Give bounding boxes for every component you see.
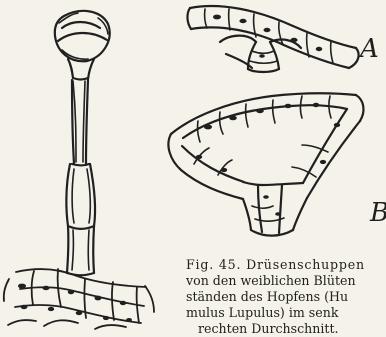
caption-line-4: mulus Lupulus) im senk <box>186 305 386 321</box>
figure-label-a: A <box>360 34 379 64</box>
gland-section-b <box>168 93 363 235</box>
caption-line-5: rechten Durchschnitt. <box>186 321 386 337</box>
caption-line-2: von den weiblichen Blüten <box>186 273 386 289</box>
figure-label-b: B <box>370 198 386 228</box>
caption-line-1: Fig. 45. Drüsenschuppen <box>186 257 386 273</box>
gland-section-a <box>187 6 358 72</box>
caption-line-3: ständen des Hopfens (Hu <box>186 289 386 305</box>
stalked-gland <box>4 11 154 329</box>
figure-caption: Fig. 45. Drüsenschuppen von den weiblich… <box>186 257 386 337</box>
